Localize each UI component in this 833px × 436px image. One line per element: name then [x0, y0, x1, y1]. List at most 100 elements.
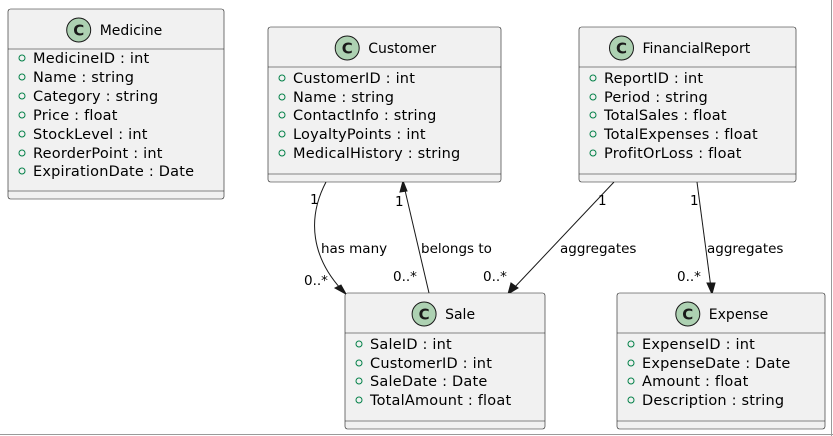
public-visibility-icon	[355, 340, 363, 348]
relation-label: belongs to	[421, 241, 492, 257]
report-sale-labels: aggregates 1 0..*	[483, 193, 636, 285]
class-stereotype-icon	[675, 301, 701, 327]
customer-attribute: Name : string	[293, 90, 394, 106]
public-visibility-icon	[278, 149, 286, 157]
customer-class-name: Customer	[368, 41, 436, 57]
arrowhead-icon	[507, 282, 519, 296]
public-visibility-icon	[627, 359, 635, 367]
target-multiplicity: 0..*	[677, 269, 701, 285]
financial-report-attribute: Period : string	[604, 90, 708, 106]
relations-layer	[314, 179, 716, 296]
public-visibility-icon	[278, 74, 286, 82]
class-stereotype-letter: C	[682, 306, 693, 324]
expense-attribute: ExpenseID : int	[642, 337, 755, 353]
class-stereotype-icon	[334, 35, 360, 61]
sale-attribute: TotalAmount : float	[369, 393, 511, 409]
public-visibility-icon	[627, 396, 635, 404]
medicine-attribute: ExpirationDate : Date	[33, 164, 194, 180]
report-expense-line	[696, 181, 712, 289]
source-multiplicity: 1	[310, 192, 319, 208]
class-stereotype-letter: C	[73, 22, 84, 40]
expense-class-box	[616, 292, 826, 430]
source-multiplicity: 1	[598, 193, 607, 209]
class-stereotype-icon	[609, 35, 634, 61]
public-visibility-icon	[18, 73, 26, 81]
public-visibility-icon	[589, 93, 597, 101]
financial-report-attribute: ProfitOrLoss : float	[604, 146, 742, 162]
customer-sale-labels: has many 1 0..*	[304, 192, 387, 289]
frame-bottom-edge	[0, 434, 833, 435]
relation-label: aggregates	[560, 241, 636, 257]
expense-attribute: ExpenseDate : Date	[642, 356, 791, 372]
target-multiplicity: 0..*	[304, 273, 328, 289]
medicine-attribute: Price : float	[33, 108, 118, 124]
public-visibility-icon	[627, 340, 635, 348]
public-visibility-icon	[18, 149, 26, 157]
customer-sale-line	[314, 181, 342, 290]
public-visibility-icon	[355, 359, 363, 367]
relation-label: aggregates	[707, 241, 783, 257]
public-visibility-icon	[589, 111, 597, 119]
public-visibility-icon	[278, 130, 286, 138]
sale-class-box	[344, 292, 546, 430]
sale-customer-line	[403, 185, 430, 294]
public-visibility-icon	[18, 92, 26, 100]
target-multiplicity: 1	[395, 194, 404, 210]
sale-attribute: SaleDate : Date	[370, 374, 487, 390]
expense-class-name: Expense	[709, 307, 768, 323]
public-visibility-icon	[18, 130, 26, 138]
public-visibility-icon	[355, 396, 363, 404]
customer-attribute: MedicalHistory : string	[293, 146, 460, 162]
customer-attribute: LoyaltyPoints : int	[293, 127, 426, 143]
arrowhead-icon	[333, 284, 348, 296]
sale-customer-labels: belongs to0..* 1	[393, 194, 492, 285]
arrowhead-icon	[706, 282, 716, 296]
public-visibility-icon	[627, 377, 635, 385]
public-visibility-icon	[18, 111, 26, 119]
source-multiplicity: 0..*	[393, 269, 417, 285]
public-visibility-icon	[589, 149, 597, 157]
target-multiplicity: 0..*	[483, 269, 507, 285]
public-visibility-icon	[589, 74, 597, 82]
source-multiplicity: 1	[690, 193, 699, 209]
sale-attribute: SaleID : int	[370, 337, 452, 353]
financial-report-class-box	[578, 26, 797, 183]
customer-class-box	[267, 26, 502, 183]
public-visibility-icon	[589, 130, 597, 138]
sale-class-name: Sale	[445, 307, 475, 323]
sale-customer-relation	[399, 179, 430, 294]
medicine-attribute: Category : string	[33, 89, 158, 105]
medicine-class-name: Medicine	[100, 23, 163, 39]
class-stereotype-icon	[411, 301, 437, 327]
financial-report-attribute: TotalSales : float	[603, 108, 727, 124]
frame-right-edge	[831, 0, 832, 436]
arrowhead-icon	[399, 179, 408, 193]
relation-label: has many	[321, 241, 387, 257]
expense-attribute: Amount : float	[642, 374, 749, 390]
class-stereotype-letter: C	[616, 40, 627, 58]
medicine-class-box	[7, 8, 225, 200]
report-sale-relation	[507, 181, 615, 296]
customer-sale-relation	[314, 181, 348, 296]
public-visibility-icon	[355, 377, 363, 385]
report-expense-relation	[696, 181, 716, 296]
public-visibility-icon	[18, 54, 26, 62]
medicine-attribute: StockLevel : int	[33, 127, 148, 143]
class-stereotype-letter: C	[419, 306, 430, 324]
sale-attribute: CustomerID : int	[370, 356, 492, 372]
financial-report-attribute: TotalExpenses : float	[603, 127, 758, 143]
customer-attribute: ContactInfo : string	[293, 108, 437, 124]
public-visibility-icon	[278, 93, 286, 101]
public-visibility-icon	[278, 111, 286, 119]
expense-attribute: Description : string	[642, 393, 784, 409]
financial-report-attribute: ReportID : int	[604, 71, 703, 87]
financial-report-class-name: FinancialReport	[643, 41, 751, 57]
report-sale-line	[512, 181, 615, 290]
